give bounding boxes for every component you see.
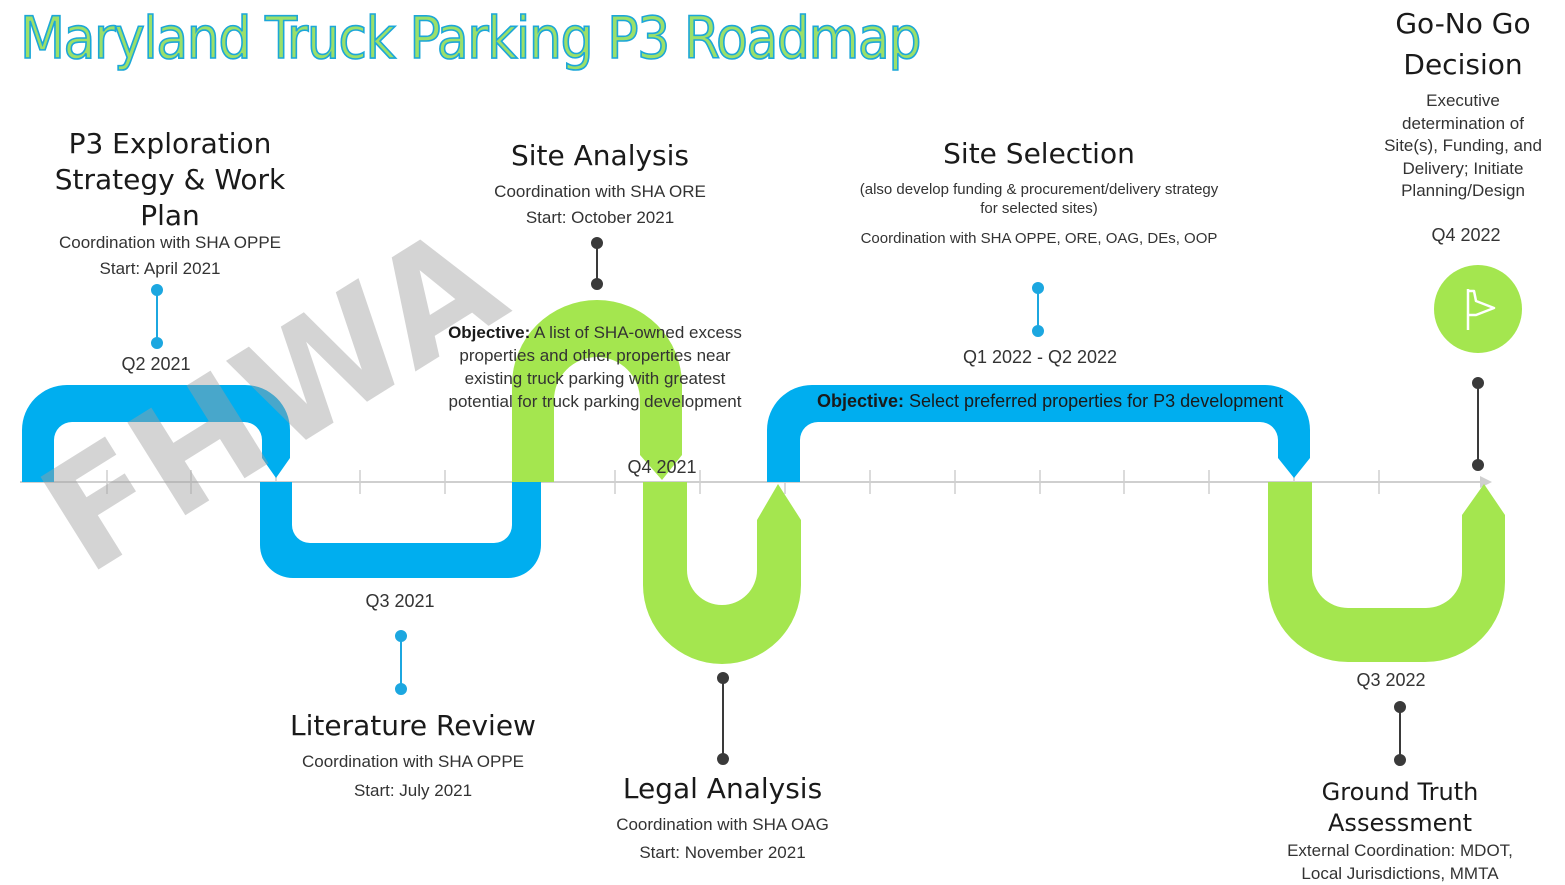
q3-2021-label: Q3 2021 bbox=[365, 591, 435, 611]
pin-q2-2021 bbox=[151, 284, 163, 349]
literature-review-title: Literature Review bbox=[290, 709, 536, 742]
q3-2022-u bbox=[1268, 482, 1505, 662]
pin-site-analysis bbox=[591, 237, 603, 290]
pin-go-no-go bbox=[1472, 377, 1484, 471]
q3-2022-label: Q3 2022 bbox=[1356, 670, 1426, 690]
q1-q2-2022-label: Q1 2022 - Q2 2022 bbox=[962, 347, 1118, 367]
site-selection-objective-text: Select preferred properties for P3 devel… bbox=[904, 391, 1284, 411]
q4-2021-label: Q4 2021 bbox=[627, 457, 697, 477]
q2-2021-label: Q2 2021 bbox=[121, 354, 191, 374]
site-analysis-objective-label: Objective: bbox=[448, 323, 531, 342]
q1-q2-2022-arch bbox=[767, 385, 1310, 482]
p3-exploration-coordination: Coordination with SHA OPPE bbox=[58, 233, 282, 252]
pin-site-selection bbox=[1032, 282, 1044, 337]
legal-analysis-title: Legal Analysis bbox=[622, 772, 823, 805]
site-selection-objective: Objective: Select preferred properties f… bbox=[817, 391, 1283, 412]
pin-legal-analysis bbox=[717, 672, 729, 765]
q3-2021-u bbox=[260, 482, 541, 578]
site-analysis-objective-text: A list of SHA-owned excess properties an… bbox=[448, 323, 742, 411]
page-title: Maryland Truck Parking P3 Roadmap bbox=[19, 3, 922, 73]
literature-review-start: Start: July 2021 bbox=[353, 781, 473, 800]
go-no-go-circle bbox=[1434, 265, 1522, 353]
go-no-go-description: Executive determination of Site(s), Fund… bbox=[1384, 91, 1542, 200]
site-selection-note: (also develop funding & procurement/deli… bbox=[859, 181, 1219, 217]
literature-review-coordination: Coordination with SHA OPPE bbox=[301, 752, 525, 771]
legal-analysis-coordination: Coordination with SHA OAG bbox=[616, 815, 829, 834]
ground-truth-coordination: External Coordination: MDOT, Local Juris… bbox=[1287, 841, 1513, 883]
site-selection-objective-label: Objective: bbox=[817, 391, 905, 411]
ground-truth-title: Ground Truth Assessment bbox=[1321, 778, 1479, 837]
pin-ground-truth bbox=[1394, 701, 1406, 766]
legal-analysis-u bbox=[643, 482, 801, 664]
q4-2021-arch bbox=[512, 300, 682, 482]
timeline-arrow bbox=[1480, 476, 1492, 488]
q2-2021-arch bbox=[22, 385, 290, 482]
site-analysis-title: Site Analysis bbox=[510, 139, 690, 172]
site-analysis-start: Start: October 2021 bbox=[525, 208, 675, 227]
flag-icon bbox=[1466, 289, 1496, 330]
site-analysis-coordination: Coordination with SHA ORE bbox=[494, 182, 706, 201]
site-analysis-objective: Objective: A list of SHA-owned excess pr… bbox=[440, 321, 750, 413]
site-selection-coordination: Coordination with SHA OPPE, ORE, OAG, DE… bbox=[860, 230, 1218, 247]
legal-analysis-start: Start: November 2021 bbox=[639, 843, 806, 862]
site-selection-title: Site Selection bbox=[943, 137, 1135, 170]
q4-2022-label: Q4 2022 bbox=[1431, 225, 1501, 245]
pin-q3-2021 bbox=[395, 630, 407, 695]
p3-exploration-start: Start: April 2021 bbox=[99, 259, 221, 278]
go-no-go-title: Go-No Go Decision bbox=[1395, 7, 1531, 81]
p3-exploration-title: P3 Exploration Strategy & Work Plan bbox=[54, 127, 286, 232]
